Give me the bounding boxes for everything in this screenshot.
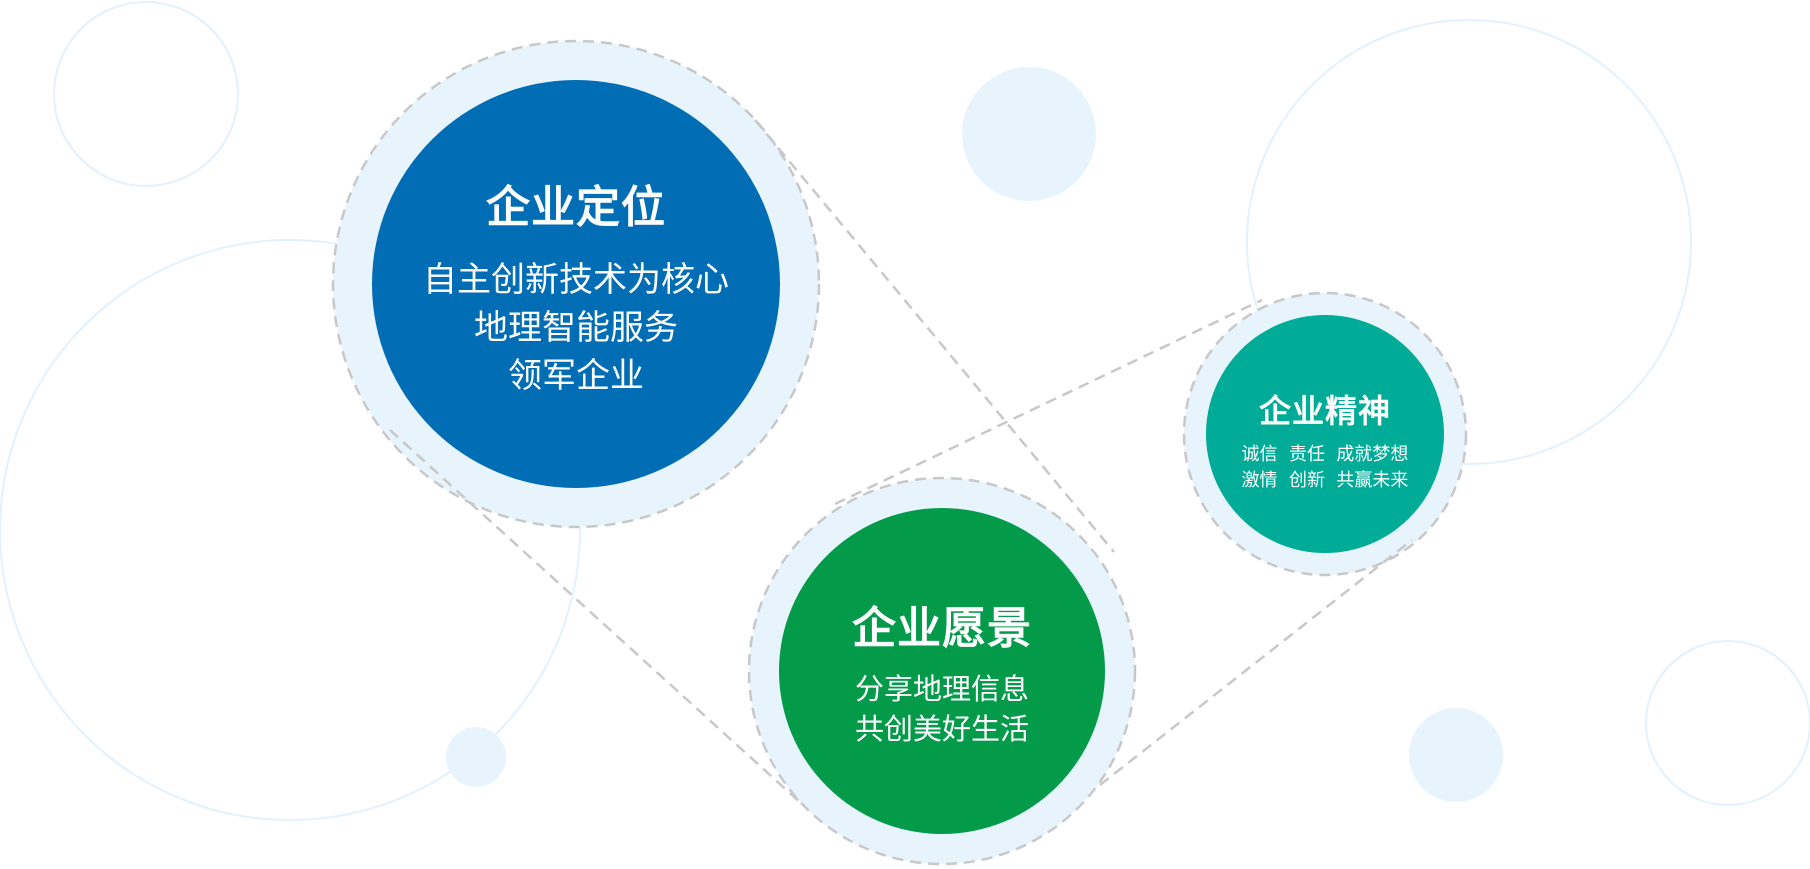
deco-outline-circle: [0, 239, 581, 821]
connector-line: [754, 119, 1115, 553]
vision-line: 分享地理信息: [854, 672, 1029, 706]
decorative-dots: [446, 67, 1503, 802]
positioning-circle: [372, 80, 780, 488]
deco-filled-circle: [1409, 708, 1503, 802]
deco-outline-circle: [1246, 19, 1692, 465]
positioning-dashed-ring: [331, 39, 821, 529]
vision-lines: 分享地理信息 共创美好生活: [855, 669, 1029, 749]
vision-circle: [779, 508, 1105, 834]
vision-card: 企业愿景 分享地理信息 共创美好生活: [812, 590, 1072, 760]
positioning-line: 自主创新技术为核心: [423, 260, 729, 300]
spirit-lines: 诚信 责任 成就梦想 激情 创新 共赢未来: [1242, 442, 1409, 494]
positioning-line: 领军企业: [508, 356, 644, 396]
deco-filled-circle: [962, 67, 1096, 201]
deco-filled-circle: [446, 727, 506, 787]
positioning-line: 地理智能服务: [474, 308, 678, 348]
connector-line: [834, 298, 1263, 506]
vision-dashed-ring: [747, 476, 1137, 866]
vision-title: 企业愿景: [852, 603, 1032, 654]
spirit-circle: [1206, 315, 1444, 553]
positioning-card: 企业定位 自主创新技术为核心 地理智能服务 领军企业: [386, 174, 766, 404]
deco-outline-circle: [1645, 640, 1810, 806]
dashed-connectors: [331, 39, 1468, 866]
spirit-title: 企业精神: [1258, 392, 1391, 430]
spirit-line: 诚信 责任 成就梦想: [1241, 444, 1409, 465]
vision-line: 共创美好生活: [854, 712, 1029, 746]
positioning-title: 企业定位: [486, 182, 666, 233]
connector-line: [1099, 539, 1413, 786]
spirit-dashed-ring: [1182, 291, 1468, 577]
positioning-lines: 自主创新技术为核心 地理智能服务 领军企业: [423, 256, 729, 400]
spirit-line: 激情 创新 共赢未来: [1241, 470, 1409, 491]
spirit-card: 企业精神 诚信 责任 成就梦想 激情 创新 共赢未来: [1225, 382, 1425, 502]
decorative-circles: [0, 1, 1810, 821]
connector-line: [389, 429, 804, 806]
deco-outline-circle: [53, 1, 239, 187]
